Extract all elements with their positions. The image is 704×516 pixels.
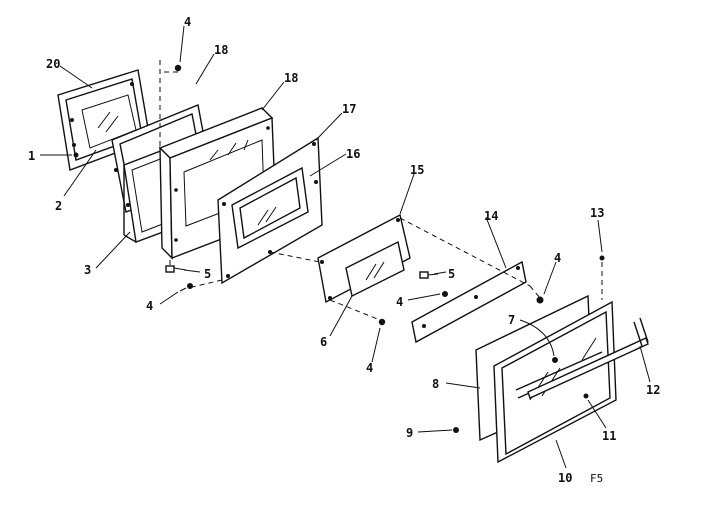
part-14-bracket — [411, 260, 527, 344]
part-1-screw — [73, 152, 79, 158]
alignment-lines-left — [159, 60, 223, 289]
callout-4-right: 4 — [554, 251, 561, 265]
part-5-clip-right — [419, 271, 439, 279]
callout-11: 11 — [602, 429, 616, 443]
part-6-glass — [345, 240, 405, 298]
callout-5-right: 5 — [448, 267, 455, 281]
figure-code: F5 — [590, 472, 603, 485]
callout-6: 6 — [320, 335, 327, 349]
callout-15: 15 — [410, 163, 424, 177]
part-5-clip-left — [165, 265, 187, 273]
part-12-handle — [527, 317, 649, 399]
callout-12: 12 — [646, 383, 660, 397]
callout-1: 1 — [28, 149, 35, 163]
callout-4-mid: 4 — [396, 295, 403, 309]
callout-14: 14 — [484, 209, 498, 223]
callout-8: 8 — [432, 377, 439, 391]
part-16-window-frame — [231, 166, 309, 250]
callout-20: 20 — [46, 57, 60, 71]
callout-18-upper: 18 — [214, 43, 228, 57]
callout-4-top: 4 — [184, 15, 191, 29]
part-11-screw — [583, 393, 589, 399]
callout-18-middle: 18 — [284, 71, 298, 85]
part-4-screw-low — [378, 318, 386, 326]
callout-5-left: 5 — [204, 267, 211, 281]
callout-16: 16 — [346, 147, 360, 161]
callout-9: 9 — [406, 426, 413, 440]
callout-2: 2 — [55, 199, 62, 213]
callout-17: 17 — [342, 102, 356, 116]
alignment-lines-middle — [269, 217, 541, 321]
leader-lines — [40, 25, 651, 469]
part-9-screw — [453, 427, 459, 433]
part-13-screw — [599, 255, 605, 300]
callout-10: 10 — [558, 471, 572, 485]
part-4-screw-right — [536, 296, 544, 304]
callout-4-left: 4 — [146, 299, 153, 313]
callout-7: 7 — [508, 313, 515, 327]
part-4-screw-top — [174, 64, 182, 72]
callout-13: 13 — [590, 206, 604, 220]
part-4-screw-mid — [442, 291, 448, 297]
callout-3: 3 — [84, 263, 91, 277]
callout-labels: 20 18 18 4 17 16 1 2 3 5 4 15 14 13 5 4 … — [28, 15, 660, 485]
callout-4-low: 4 — [366, 361, 373, 375]
